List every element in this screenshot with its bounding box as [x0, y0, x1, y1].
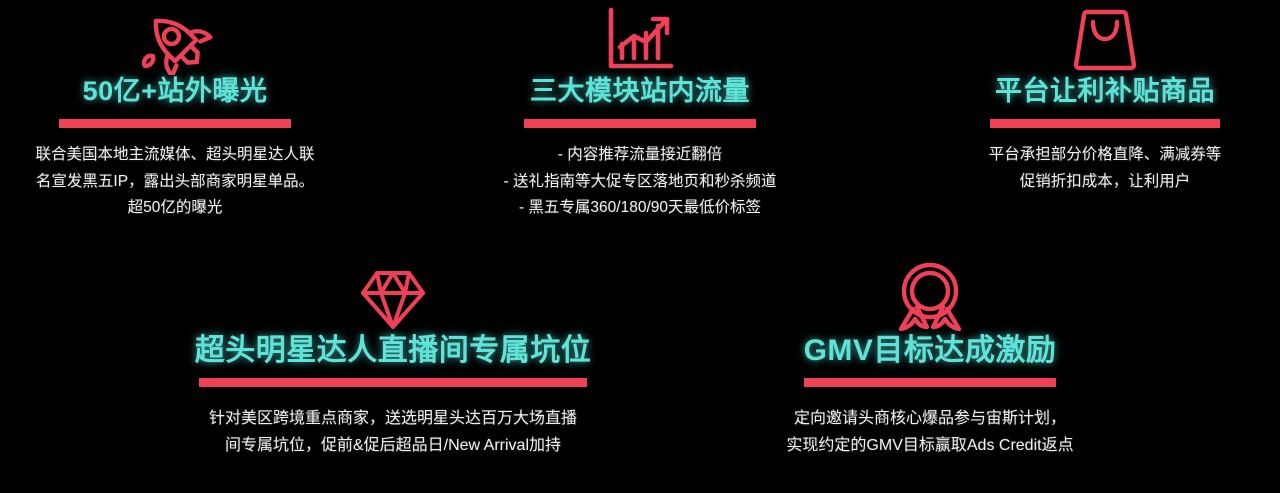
- card-title: 超头明星达人直播间专属坑位: [194, 334, 592, 367]
- title-underline-bar: [59, 119, 291, 129]
- shopping-bag-icon: [930, 4, 1280, 76]
- body-line: 平台承担部分价格直降、满减券等: [988, 146, 1222, 164]
- body-line: - 内容推荐流量接近翻倍: [557, 146, 723, 164]
- benefit-card-outside-exposure: 50亿+站外曝光 联合美国本地主流媒体、超头明星达人联 名宣发黑五IP，露出头部…: [0, 4, 350, 222]
- title-underline-bar: [804, 377, 1056, 387]
- card-title: GMV目标达成激励: [803, 334, 1057, 367]
- bar-chart-growth-icon: [465, 4, 815, 76]
- benefit-card-platform-subsidy: 平台让利补贴商品 平台承担部分价格直降、满减券等 促销折扣成本，让利用户: [930, 4, 1280, 195]
- benefit-card-onsite-traffic: 三大模块站内流量 - 内容推荐流量接近翻倍 - 送礼指南等大促专区落地页和秒杀频…: [465, 4, 815, 222]
- card-body: 针对美区跨境重点商家，送选明星头达百万大场直播 间专属坑位，促前&促后超品日/N…: [168, 405, 618, 460]
- title-underline-bar: [524, 119, 756, 129]
- card-body: 定向邀请头商核心爆品参与宙斯计划， 实现约定的GMV目标赢取Ads Credit…: [745, 405, 1115, 460]
- body-line: 定向邀请头商核心爆品参与宙斯计划，: [793, 409, 1066, 427]
- diamond-icon: [168, 262, 618, 334]
- body-line: - 黑五专属360/180/90天最低价标签: [518, 199, 762, 217]
- title-underline-bar: [990, 119, 1220, 129]
- award-medal-icon: [745, 262, 1115, 334]
- title-underline-bar: [199, 377, 587, 387]
- body-line: 实现约定的GMV目标赢取Ads Credit返点: [786, 437, 1074, 455]
- card-title: 50亿+站外曝光: [82, 76, 268, 106]
- body-line: 超50亿的曝光: [127, 199, 223, 217]
- body-line: 针对美区跨境重点商家，送选明星头达百万大场直播: [208, 409, 577, 427]
- card-body: 平台承担部分价格直降、满减券等 促销折扣成本，让利用户: [930, 142, 1280, 195]
- body-line: 联合美国本地主流媒体、超头明星达人联: [35, 146, 315, 164]
- card-body: 联合美国本地主流媒体、超头明星达人联 名宣发黑五IP，露出头部商家明星单品。 超…: [0, 142, 350, 222]
- body-line: 促销折扣成本，让利用户: [1019, 172, 1191, 190]
- body-line: - 送礼指南等大促专区落地页和秒杀频道: [503, 172, 777, 190]
- benefit-card-gmv-incentive: GMV目标达成激励 定向邀请头商核心爆品参与宙斯计划， 实现约定的GMV目标赢取…: [745, 262, 1115, 460]
- card-body: - 内容推荐流量接近翻倍 - 送礼指南等大促专区落地页和秒杀频道 - 黑五专属3…: [465, 142, 815, 222]
- card-title: 平台让利补贴商品: [995, 76, 1215, 106]
- body-line: 间专属坑位，促前&促后超品日/New Arrival加持: [224, 437, 562, 455]
- body-line: 名宣发黑五IP，露出头部商家明星单品。: [35, 172, 315, 190]
- rocket-icon: [0, 4, 350, 76]
- card-title: 三大模块站内流量: [530, 76, 750, 106]
- benefit-card-livestream-slot: 超头明星达人直播间专属坑位 针对美区跨境重点商家，送选明星头达百万大场直播 间专…: [168, 262, 618, 460]
